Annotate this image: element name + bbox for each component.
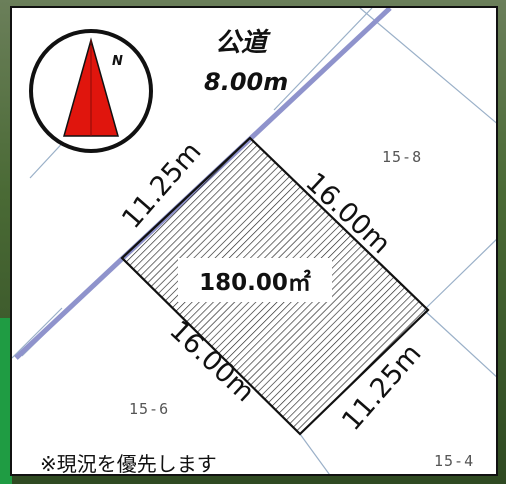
parcel-line — [299, 433, 330, 474]
parcel-line — [12, 307, 63, 359]
parcel-line — [423, 239, 496, 311]
side-green-bar — [0, 318, 12, 484]
compass: N — [26, 26, 156, 156]
lot-label-15-6: 15-6 — [129, 400, 170, 418]
parcel-line — [273, 8, 373, 111]
compass-icon — [29, 29, 153, 153]
area-label-box: 180.00㎡ — [178, 258, 332, 302]
lot-area: 180.00㎡ — [199, 270, 311, 296]
site-plan-map: N 公道 8.00m 15-8 15-6 15-4 11.25m 16.00m … — [10, 6, 498, 476]
road-name: 公道 — [215, 28, 268, 58]
parcel-line — [423, 309, 496, 378]
north-label: N — [112, 54, 123, 69]
lot-label-15-4: 15-4 — [434, 452, 475, 470]
road-width: 8.00m — [204, 68, 289, 96]
parcel-line — [359, 8, 496, 124]
disclaimer-note: ※現況を優先します — [40, 448, 217, 474]
lot-label-15-8: 15-8 — [382, 148, 423, 166]
